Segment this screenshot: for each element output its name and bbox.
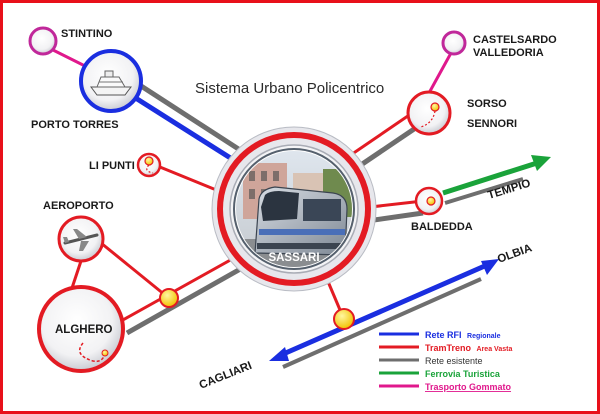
legend-label-tourist: Ferrovia Turistica <box>425 369 501 379</box>
label-stintino: STINTINO <box>61 28 113 40</box>
junction-west <box>159 288 179 308</box>
legend-label-bus: Trasporto Gommato <box>425 382 512 392</box>
label-castelsardo: CASTELSARDO <box>473 34 557 46</box>
node-stintino <box>28 26 58 56</box>
line-tram-aeroporto-sassari <box>100 241 166 297</box>
node-baldedda <box>414 186 444 216</box>
label-baldedda: BALDEDDA <box>411 221 473 233</box>
line-bus-castelsardo <box>427 52 453 94</box>
node-sorso-sennori <box>406 90 452 136</box>
legend-label-tramtreno: TramTreno Area Vasta <box>425 343 512 353</box>
node-alghero <box>37 285 125 373</box>
label-porto-torres: PORTO TORRES <box>31 119 119 131</box>
node-porto-torres <box>79 49 143 113</box>
transport-network-diagram: Sistema Urbano Policentrico STINTINO POR… <box>28 26 557 392</box>
legend: Rete RFI Regionale TramTreno Area Vasta … <box>379 330 512 392</box>
diagram-title: Sistema Urbano Policentrico <box>195 80 384 97</box>
line-existing-porto-torres <box>119 70 259 164</box>
label-aeroporto: AEROPORTO <box>43 200 114 212</box>
label-valledoria: VALLEDORIA <box>473 47 544 59</box>
line-tourist-tempio <box>442 160 538 196</box>
label-alghero: ALGHERO <box>55 324 113 336</box>
arrow-olbia <box>481 259 499 275</box>
line-rfi-cagliari-olbia <box>279 262 489 358</box>
line-existing-tempio <box>444 177 524 205</box>
line-rfi-porto-torres <box>113 82 253 174</box>
node-castelsardo <box>441 30 467 56</box>
arrow-tempio <box>531 155 551 171</box>
line-existing-alghero <box>125 260 253 336</box>
line-existing-cagliari-olbia <box>282 277 482 369</box>
legend-label-rfi-main: Rete RFI <box>425 330 462 340</box>
label-sassari: SASSARI <box>268 252 319 264</box>
legend-label-existing: Rete esistente <box>425 356 483 366</box>
label-cagliari: CAGLIARI <box>198 360 254 392</box>
label-li-punti: LI PUNTI <box>89 160 135 172</box>
node-aeroporto <box>57 215 105 263</box>
legend-label-tramtreno-sub: Area Vasta <box>477 346 513 353</box>
node-li-punti <box>136 152 162 178</box>
label-sennori: SENNORI <box>467 118 517 130</box>
node-sassari: SASSARI <box>211 126 377 292</box>
label-olbia: OLBIA <box>496 242 534 266</box>
legend-label-rfi-sub: Regionale <box>467 333 501 340</box>
legend-label-tramtreno-main: TramTreno <box>425 343 472 353</box>
network-lines <box>46 45 551 369</box>
arrow-cagliari <box>269 347 289 361</box>
legend-label-rfi: Rete RFI Regionale <box>425 330 501 340</box>
ship-icon <box>90 70 132 96</box>
label-sorso: SORSO <box>467 98 507 110</box>
line-tram-alghero <box>120 251 244 323</box>
junction-south <box>333 308 355 330</box>
airplane-icon <box>63 229 99 251</box>
